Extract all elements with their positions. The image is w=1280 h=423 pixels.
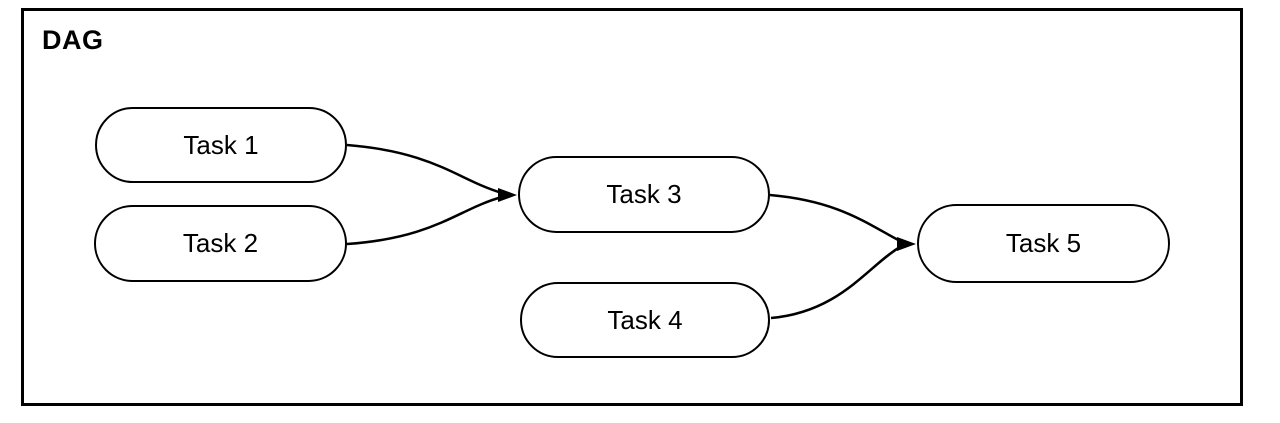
node-task2: Task 2 [94, 205, 347, 282]
node-task5: Task 5 [917, 204, 1170, 283]
diagram-title: DAG [42, 25, 104, 55]
node-task5-label: Task 5 [1005, 228, 1082, 258]
node-task3-label: Task 3 [606, 179, 682, 209]
node-task4-label: Task 4 [607, 304, 683, 335]
node-task1: Task 1 [95, 107, 347, 183]
node-task3: Task 3 [518, 156, 770, 233]
node-task1-label: Task 1 [183, 129, 259, 160]
node-task2-label: Task 2 [182, 228, 259, 258]
node-task4: Task 4 [520, 282, 770, 358]
